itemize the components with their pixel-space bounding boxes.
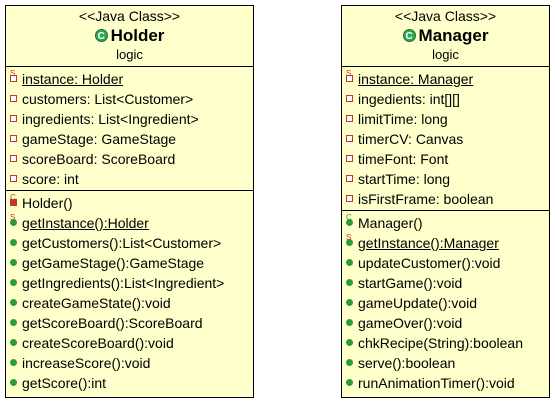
attribute-row[interactable]: scoreBoard: ScoreBoard (6, 149, 253, 169)
public-static-method-icon: S (10, 214, 17, 226)
attribute-row[interactable]: timerCV: Canvas (342, 129, 549, 149)
manager-stereotype: <<Java Class>> (394, 8, 497, 24)
private-field-icon (346, 115, 353, 122)
attribute-row[interactable]: isFirstFrame: boolean (342, 189, 549, 209)
private-field-icon (346, 175, 353, 182)
public-method-icon (10, 379, 17, 386)
attribute-row[interactable]: customers: List<Customer> (6, 89, 253, 109)
public-method-icon (346, 259, 353, 266)
attribute-row[interactable]: limitTime: long (342, 109, 549, 129)
manager-class-header: <<Java Class>> Manager logic (342, 6, 549, 67)
private-field-icon (10, 155, 17, 162)
operation-row[interactable]: updateCustomer():void (342, 253, 549, 273)
operation-row[interactable]: getCustomers():List<Customer> (6, 233, 253, 253)
private-constructor-icon: C (10, 194, 17, 206)
attribute-row[interactable]: gameStage: GameStage (6, 129, 253, 149)
operation-row[interactable]: createGameState():void (6, 293, 253, 313)
public-method-icon (10, 319, 17, 326)
public-constructor-icon: C (346, 214, 353, 226)
holder-stereotype: <<Java Class>> (78, 8, 181, 24)
operation-row[interactable]: getScoreBoard():ScoreBoard (6, 313, 253, 333)
operation-row[interactable]: createScoreBoard():void (6, 333, 253, 353)
manager-class-box[interactable]: <<Java Class>> Manager logic Sinstance: … (341, 5, 550, 398)
private-field-icon (10, 175, 17, 182)
public-method-icon (10, 239, 17, 246)
manager-package: logic (432, 47, 459, 62)
public-method-icon (10, 359, 17, 366)
holder-class-name: Holder (6, 26, 253, 47)
private-field-icon (346, 195, 353, 202)
operation-row[interactable]: startGame():void (342, 273, 549, 293)
operation-row[interactable]: chkRecipe(String):boolean (342, 333, 549, 353)
public-method-icon (10, 339, 17, 346)
attribute-row[interactable]: score: int (6, 169, 253, 189)
attribute-row[interactable]: ingedients: int[][] (342, 89, 549, 109)
public-method-icon (10, 299, 17, 306)
private-field-icon (10, 135, 17, 142)
operation-row[interactable]: getScore():int (6, 373, 253, 393)
class-icon (94, 27, 108, 47)
private-field-icon (346, 95, 353, 102)
holder-package: logic (116, 47, 143, 62)
operation-row[interactable]: gameOver():void (342, 313, 549, 333)
holder-name-text: Holder (110, 26, 165, 45)
private-field-icon (10, 95, 17, 102)
operation-row[interactable]: runAnimationTimer():void (342, 373, 549, 393)
operation-row[interactable]: getGameStage():GameStage (6, 253, 253, 273)
public-method-icon (346, 359, 353, 366)
operation-row[interactable]: increaseScore():void (6, 353, 253, 373)
attribute-row[interactable]: timeFont: Font (342, 149, 549, 169)
private-static-field-icon: S (346, 70, 353, 82)
public-static-method-icon: S (346, 234, 353, 246)
public-method-icon (10, 259, 17, 266)
private-field-icon (346, 155, 353, 162)
private-field-icon (346, 135, 353, 142)
public-method-icon (346, 339, 353, 346)
public-method-icon (10, 279, 17, 286)
public-method-icon (346, 279, 353, 286)
attribute-row[interactable]: ingredients: List<Ingredient> (6, 109, 253, 129)
attribute-row[interactable]: startTime: long (342, 169, 549, 189)
private-static-field-icon: S (10, 70, 17, 82)
manager-class-name: Manager (342, 26, 549, 47)
private-field-icon (10, 115, 17, 122)
public-method-icon (346, 379, 353, 386)
public-method-icon (346, 299, 353, 306)
public-method-icon (346, 319, 353, 326)
holder-class-header: <<Java Class>> Holder logic (6, 6, 253, 67)
operation-row[interactable]: gameUpdate():void (342, 293, 549, 313)
manager-name-text: Manager (418, 26, 489, 45)
operation-row[interactable]: serve():boolean (342, 353, 549, 373)
operation-row[interactable]: getIngredients():List<Ingredient> (6, 273, 253, 293)
class-icon (402, 27, 416, 47)
